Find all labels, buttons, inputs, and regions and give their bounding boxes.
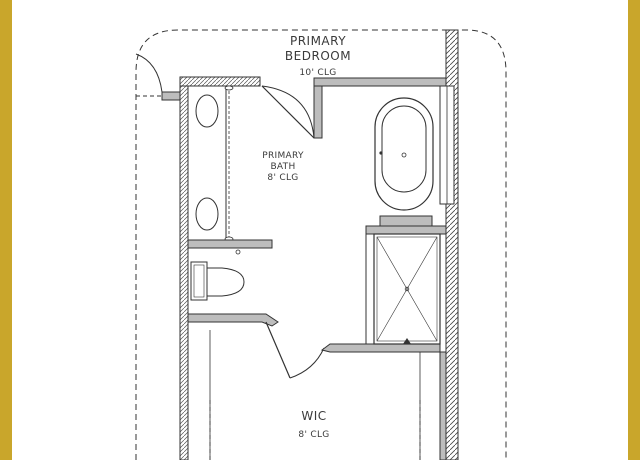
sink-basin <box>195 94 219 128</box>
tub-faucet <box>379 151 383 155</box>
toilet-tank <box>190 261 208 301</box>
wall-toilet-partition <box>187 239 273 249</box>
bath-ceiling: 8' CLG <box>267 173 298 183</box>
bath-door-leaf <box>261 85 315 139</box>
sink-basin <box>195 197 219 231</box>
wall-wic-partition-left <box>187 313 279 327</box>
shower-curb-top <box>365 225 447 235</box>
tub-drain <box>401 152 407 158</box>
wic-right-wall <box>439 351 447 460</box>
bath-door-arc <box>261 85 315 139</box>
tub-deck <box>379 215 433 227</box>
shower-head-icon <box>403 338 411 344</box>
wic-door-arc <box>289 347 325 379</box>
wall-wic-partition-right <box>320 343 441 353</box>
bath-name-line1: PRIMARY <box>262 151 304 161</box>
dashed-boundary <box>135 29 507 460</box>
shower-drain <box>404 286 410 292</box>
wall-bath-bedroom <box>313 77 447 87</box>
wall-top-left <box>179 76 261 87</box>
bedroom-name-line2: BEDROOM <box>285 49 351 63</box>
right-border-band <box>628 0 640 460</box>
toilet-bowl <box>206 267 245 297</box>
wall-stub <box>161 91 181 101</box>
left-border-band <box>0 0 12 460</box>
bath-name-line2: BATH <box>270 162 295 172</box>
exterior-wall-left <box>179 85 189 460</box>
wic-door-leaf <box>265 321 291 379</box>
bedroom-ceiling: 10' CLG <box>299 68 336 78</box>
wic-name: WIC <box>301 409 326 423</box>
bedroom-name-line1: PRIMARY <box>290 34 346 48</box>
bedroom-door-swing <box>135 53 163 93</box>
vanity-light-icon <box>224 85 234 91</box>
wic-ceiling: 8' CLG <box>298 430 329 440</box>
wall-door-jamb <box>313 85 323 139</box>
